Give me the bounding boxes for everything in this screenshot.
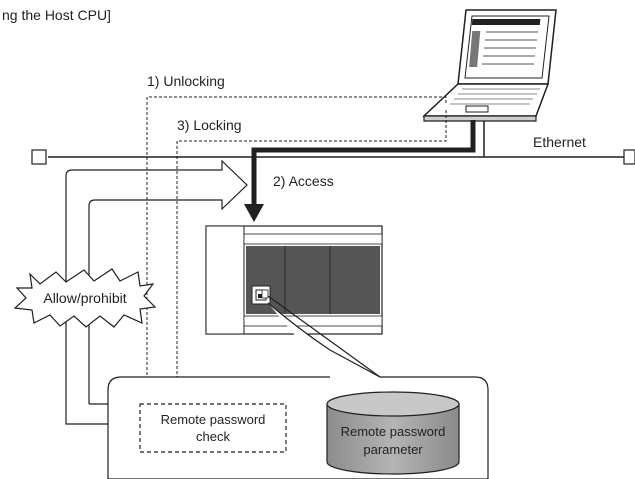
laptop-icon — [422, 9, 557, 122]
check-line2: check — [196, 429, 230, 444]
ethernet-port-icon — [261, 289, 269, 299]
remote-password-parameter-cylinder — [326, 391, 460, 475]
step-unlocking-label: 1) Unlocking — [147, 73, 225, 89]
lock-path — [176, 110, 447, 393]
header-caption: ng the Host CPU] — [2, 7, 111, 23]
access-arrowhead — [244, 204, 264, 222]
parameter-line1: Remote password — [341, 424, 446, 439]
access-path — [251, 120, 476, 206]
unlock-path — [146, 96, 447, 393]
allow-prohibit-label: Allow/prohibit — [43, 290, 126, 306]
remote-password-check-box — [139, 403, 287, 453]
step-locking-label: 3) Locking — [177, 117, 242, 133]
ethernet-label: Ethernet — [533, 134, 586, 150]
ethernet-right-terminator — [623, 149, 635, 165]
allow-prohibit-starburst — [13, 268, 157, 328]
step-access-label: 2) Access — [273, 173, 334, 189]
ethernet-left-terminator — [31, 149, 47, 165]
check-line1: Remote password — [161, 412, 266, 427]
parameter-line2: parameter — [363, 442, 423, 457]
plc-unit — [205, 225, 383, 335]
